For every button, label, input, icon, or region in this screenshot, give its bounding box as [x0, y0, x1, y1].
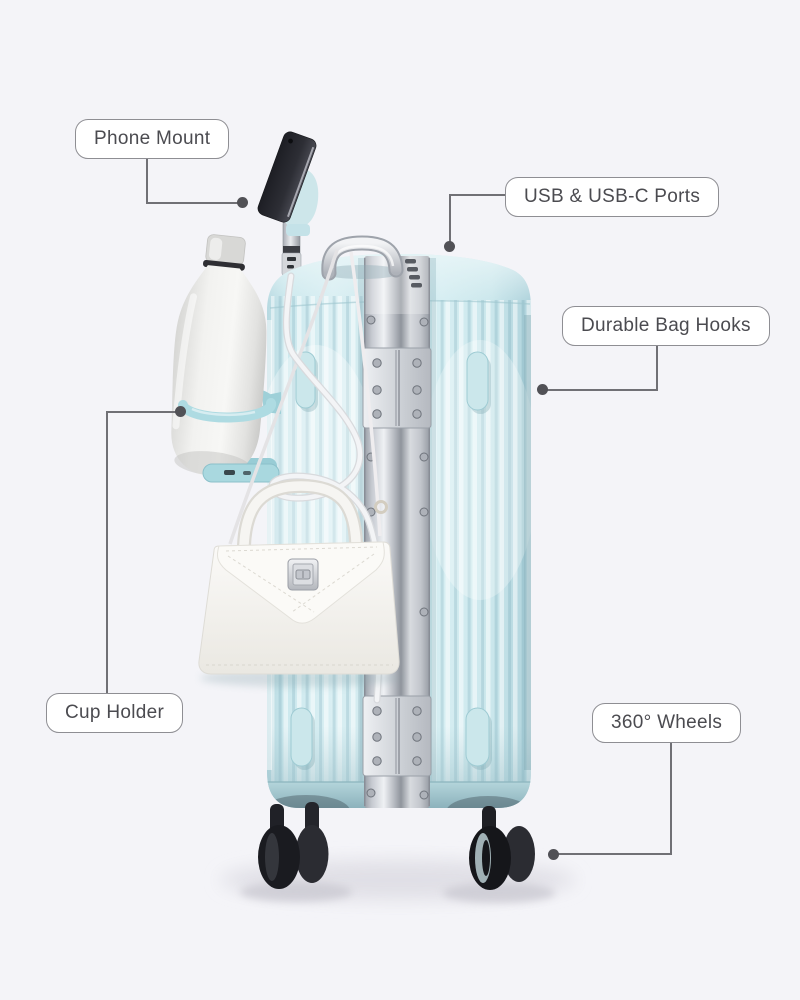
callout-line-phone-mount [146, 158, 148, 204]
callout-dot-usb-ports [444, 241, 455, 252]
handbag [198, 478, 400, 687]
water-bottle [171, 234, 267, 477]
handbag-clasp [287, 558, 319, 591]
callout-line-phone-mount [146, 202, 242, 204]
callout-dot-bag-hooks [537, 384, 548, 395]
callout-dot-phone-mount [237, 197, 248, 208]
carry-handle [321, 235, 404, 281]
callout-line-wheels [553, 853, 672, 855]
callout-cup-holder: Cup Holder [46, 693, 184, 733]
phone-mount [257, 131, 319, 236]
callout-line-cup-holder [106, 412, 108, 694]
callout-phone-mount: Phone Mount [75, 119, 230, 159]
phone [257, 131, 317, 223]
callout-bag-hooks: Durable Bag Hooks [562, 306, 770, 346]
callout-line-bag-hooks [656, 344, 658, 391]
callout-line-cup-holder [106, 411, 180, 413]
usb-ports [405, 259, 422, 288]
spinner-wheels [258, 802, 535, 890]
callout-line-usb-ports [449, 194, 507, 196]
callout-line-wheels [670, 743, 672, 855]
callout-wheels: 360° Wheels [592, 703, 742, 743]
callout-dot-wheels [548, 849, 559, 860]
frame-hinge-lower [362, 695, 432, 777]
bag-strap [228, 249, 388, 545]
callout-dot-cup-holder [175, 406, 186, 417]
cup-holder-front [178, 398, 280, 483]
frame-hinge-upper [362, 347, 432, 429]
callout-line-bag-hooks [547, 389, 658, 391]
callout-line-usb-ports [449, 194, 451, 246]
callout-usb-ports: USB & USB-C Ports [505, 177, 720, 217]
